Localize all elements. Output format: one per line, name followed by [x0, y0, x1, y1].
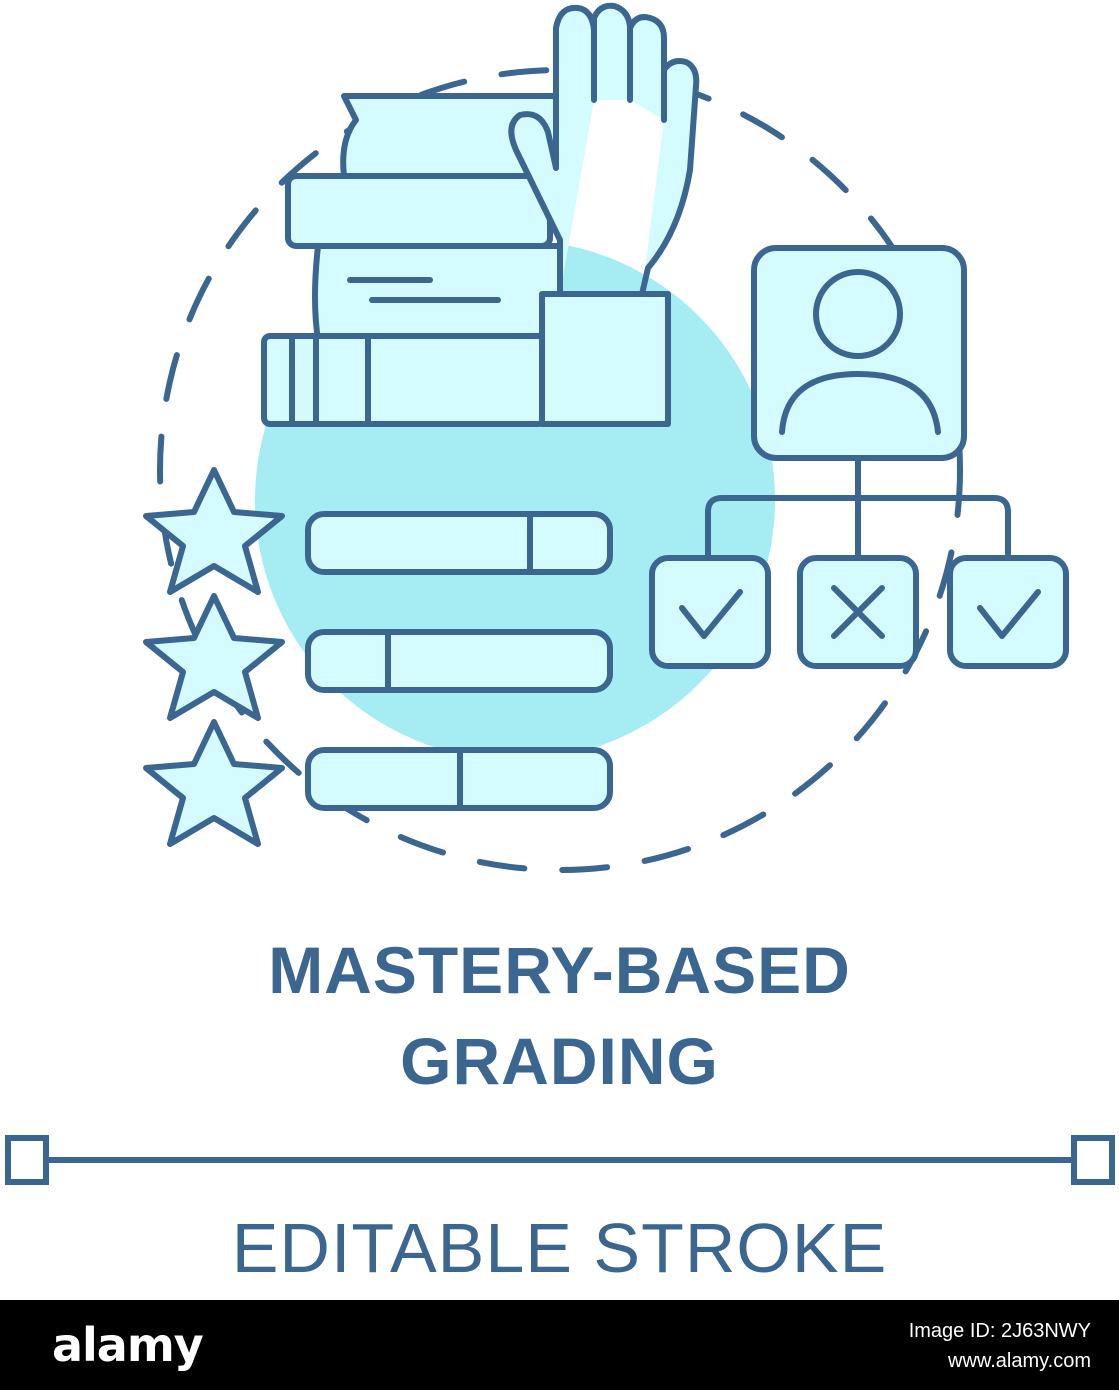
right-handle-square [1071, 1135, 1115, 1185]
footer-meta: Image ID: 2J63NWY www.alamy.com [909, 1316, 1091, 1376]
left-handle-square [5, 1135, 49, 1185]
editable-stroke-handle-bar [5, 1135, 1115, 1185]
mastery-grading-illustration [143, 2, 1069, 873]
progress-bar-icon [305, 629, 613, 693]
watermark-footer: alamy Image ID: 2J63NWY www.alamy.com [0, 1300, 1119, 1390]
star-icon [143, 593, 285, 721]
title-line-1: MASTERY-BASED [268, 933, 851, 1007]
check-box-icon [649, 555, 771, 669]
check-box-icon [947, 555, 1069, 669]
star-icon [143, 719, 285, 847]
raised-hand-icon [508, 2, 700, 427]
star-icon [143, 467, 285, 595]
dashed-ring [157, 67, 963, 873]
decision-tree-connectors [705, 455, 1011, 563]
progress-bar-icon [305, 747, 613, 811]
editable-stroke-label: EDITABLE STROKE [231, 1209, 888, 1287]
progress-bar-icon [305, 511, 613, 575]
footer-image-id: Image ID: 2J63NWY [908, 1320, 1091, 1342]
stacked-books-icon [261, 93, 563, 427]
cross-box-icon [797, 555, 919, 669]
footer-url: www.alamy.com [948, 1350, 1091, 1372]
footer-brand-logo: alamy [52, 1318, 204, 1372]
user-profile-icon [751, 245, 967, 461]
title-line-2: GRADING [400, 1024, 719, 1098]
